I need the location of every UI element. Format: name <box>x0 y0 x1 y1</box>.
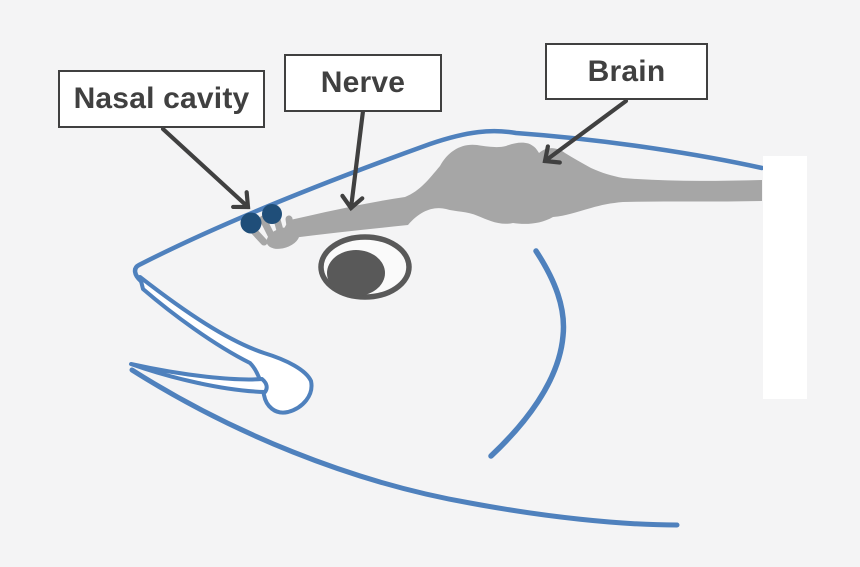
label-brain: Brain <box>545 43 708 100</box>
label-nerve: Nerve <box>284 54 442 112</box>
label-nasal-cavity-text: Nasal cavity <box>73 82 250 115</box>
eye-pupil <box>327 250 385 296</box>
lower-jaw-outline <box>129 362 269 394</box>
brain-shape <box>283 142 762 239</box>
nasal-cavity-dot-left <box>240 212 262 234</box>
label-nasal-cavity: Nasal cavity <box>58 70 265 128</box>
rosette-finger <box>259 215 276 241</box>
gill-cover-line <box>488 248 567 459</box>
nasal-cavity-arrow <box>160 126 251 210</box>
fish-belly-line <box>129 367 680 528</box>
nerve-arrow <box>340 108 366 212</box>
brain-arrow <box>542 98 629 165</box>
fish-head-outline <box>132 128 765 284</box>
white-patch <box>763 156 807 399</box>
upper-jaw-outline <box>138 275 314 415</box>
nasal-cavity-dot-right <box>262 204 282 224</box>
label-nerve-text: Nerve <box>320 66 406 99</box>
label-brain-text: Brain <box>587 54 666 88</box>
rosette-finger <box>285 215 295 237</box>
